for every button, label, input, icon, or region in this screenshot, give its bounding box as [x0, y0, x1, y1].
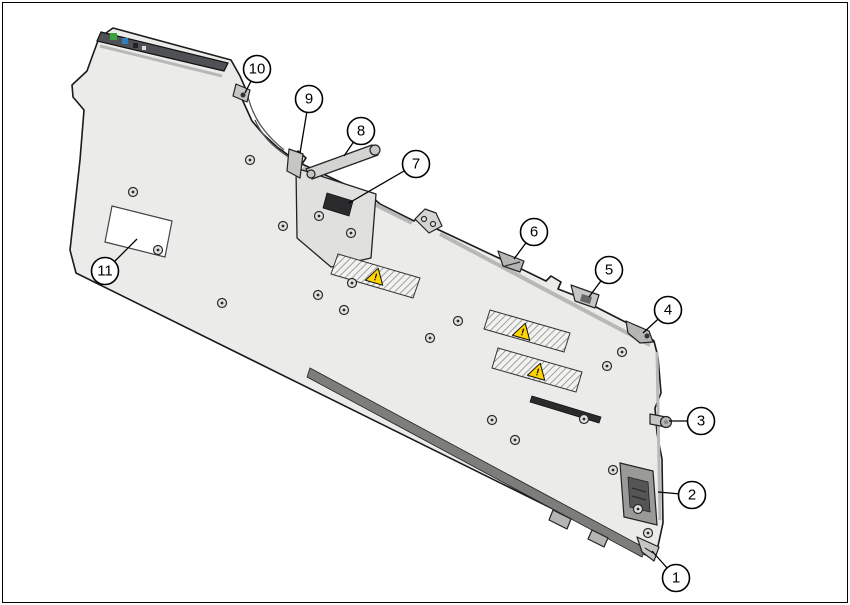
- led-blue-icon: [122, 38, 128, 44]
- warning-triangle-icon: !: [526, 362, 546, 381]
- mounting-foot: [548, 509, 572, 530]
- callout-circle-11: [90, 256, 120, 286]
- callout-number-2: 2: [688, 487, 696, 504]
- warning-mark: !: [372, 272, 378, 283]
- sprocket-cover: [414, 208, 443, 234]
- indicator-strip: [96, 31, 229, 72]
- head-edge-band: [99, 44, 223, 78]
- callout-number-9: 9: [305, 91, 313, 108]
- feed-mechanism: [286, 144, 381, 268]
- callout-circle-2: [677, 480, 707, 510]
- led-dark-icon: [133, 43, 138, 48]
- callout-number-3: 3: [697, 413, 705, 430]
- callout-circle-1: [661, 563, 691, 593]
- tape-guide-latch: [232, 83, 251, 103]
- indicator-head: [96, 31, 229, 72]
- pickup-window-slot: [322, 192, 354, 217]
- callout-number-5: 5: [605, 262, 613, 279]
- feeder-body-plate: [69, 27, 664, 558]
- callout-number-6: 6: [530, 224, 538, 241]
- warning-triangle-icon: !: [511, 322, 531, 341]
- warning-mark: !: [534, 367, 540, 378]
- tape-guide-curve: [254, 119, 291, 159]
- lever-arm: [305, 144, 379, 180]
- top-edge-band: [439, 232, 651, 347]
- callout-circle-6: [519, 217, 549, 247]
- mounting-foot: [587, 529, 609, 548]
- callout-circle-5: [594, 255, 624, 285]
- guide-bracket: [286, 148, 304, 179]
- edge-bracket: [570, 284, 600, 309]
- callout-circle-10: [242, 54, 272, 84]
- callout-number-1: 1: [672, 570, 680, 587]
- label-plate: [104, 205, 173, 258]
- callout-circle-7: [401, 149, 431, 179]
- callout-number-8: 8: [357, 123, 365, 140]
- callout-circle-4: [653, 295, 683, 325]
- warning-mark: !: [519, 327, 525, 338]
- connector-block: [619, 462, 658, 526]
- lever-pivot: [306, 169, 316, 179]
- callout-circle-9: [294, 84, 324, 114]
- bottom-rail: [306, 367, 646, 558]
- callouts: 1 2 3 4 5 6 7 8 9 10 11: [90, 54, 716, 593]
- tape-guide-curve: [246, 92, 285, 151]
- callout-number-7: 7: [412, 156, 420, 173]
- lever-end-roller: [369, 144, 381, 156]
- led-green-icon: [110, 33, 117, 40]
- callout-number-4: 4: [664, 302, 672, 319]
- base-tab: [636, 536, 660, 562]
- tape-lanes: ! ! !: [330, 253, 583, 393]
- callout-circle-8: [346, 116, 376, 146]
- callout-number-10: 10: [249, 61, 266, 78]
- led-light-icon: [142, 46, 146, 50]
- positioning-pin: [649, 413, 673, 429]
- machine-illustration: ! ! !: [69, 27, 673, 562]
- callout-circle-3: [686, 406, 716, 436]
- warning-triangle-icon: !: [364, 267, 384, 286]
- callout-number-11: 11: [97, 263, 113, 280]
- end-bracket: [625, 320, 654, 344]
